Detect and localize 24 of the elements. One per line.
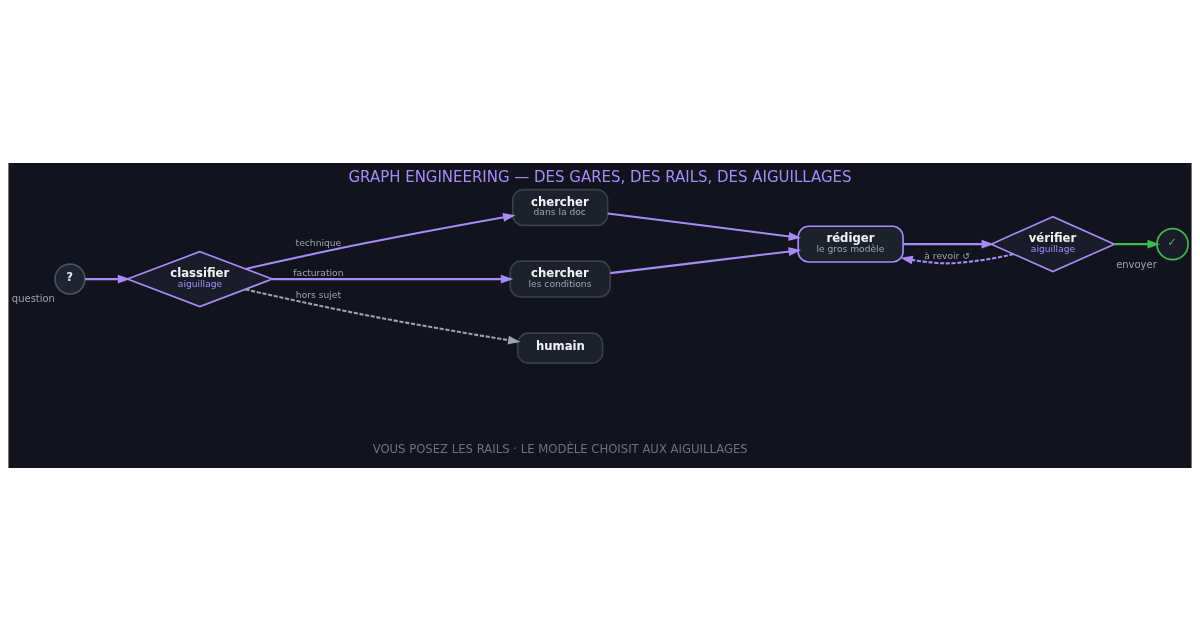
- edge-label: technique: [295, 237, 342, 248]
- node-circle: ✓: [1156, 227, 1189, 261]
- edge-label: à revoir ↺: [924, 250, 970, 261]
- arrow: [903, 239, 995, 248]
- diagram-title: GRAPH ENGINEERING — DES GARES, DES RAILS, DES AIGUILLAGES: [348, 167, 852, 186]
- arrow: [85, 274, 131, 283]
- arrow: [245, 212, 516, 270]
- node-diamond: vérifier aiguillage: [989, 215, 1117, 272]
- edge-label: hors sujet: [295, 289, 341, 300]
- node-label: question: [11, 292, 55, 304]
- arrow: [245, 287, 521, 344]
- node-label: envoyer: [1116, 258, 1157, 270]
- arrow: [272, 274, 514, 283]
- node-box: chercher dans la doc: [511, 188, 609, 226]
- caption: VOUS POSEZ LES RAILS · LE MODÈLE CHOISIT AUX AIGUILLAGES: [372, 441, 748, 456]
- node-box: humain: [516, 331, 604, 364]
- node-box: chercher les conditions: [509, 259, 611, 298]
- arrow: [900, 252, 1014, 264]
- node-box: rédiger le gros modèle: [797, 224, 904, 263]
- node-circle: ?: [54, 262, 86, 295]
- arrow: [1114, 239, 1160, 248]
- arrow: [610, 246, 802, 274]
- arrow: [607, 211, 802, 241]
- edge-label: facturation: [293, 267, 344, 278]
